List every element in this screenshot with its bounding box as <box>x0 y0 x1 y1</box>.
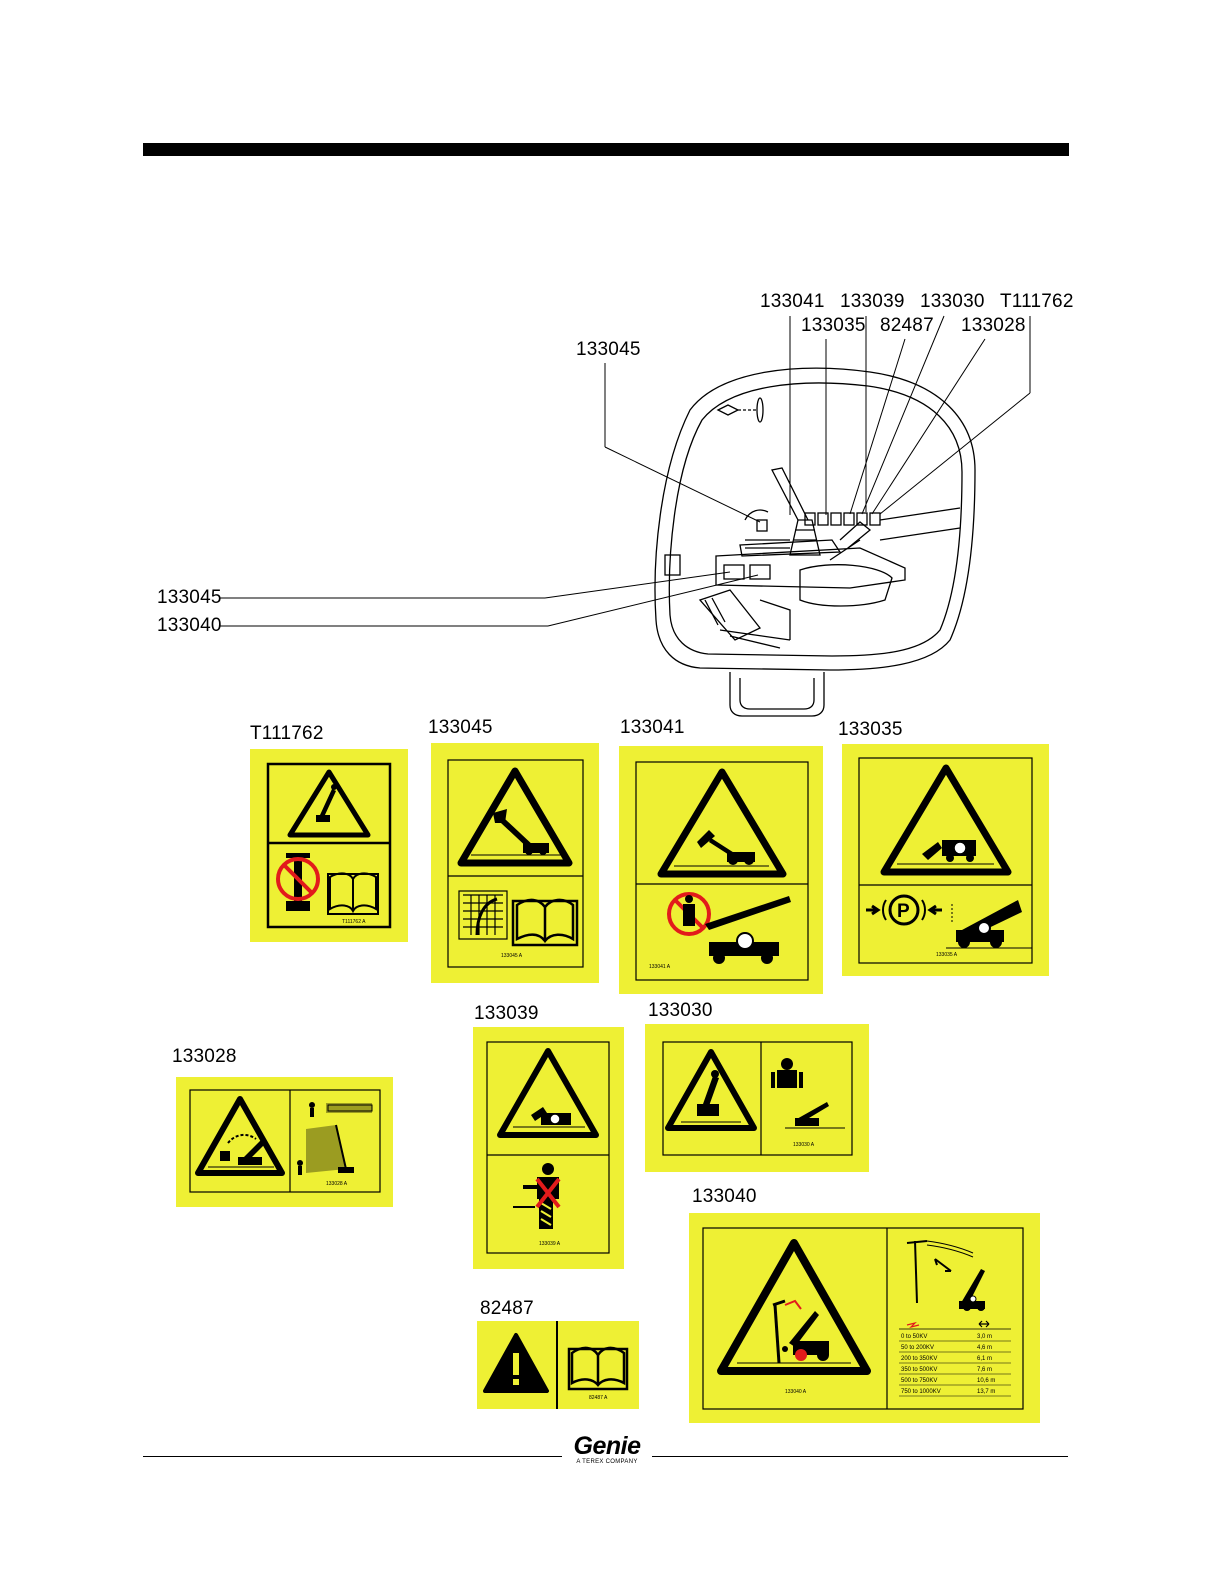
decal-label: 133030 <box>648 1000 713 1021</box>
seat-belt-icon <box>513 1163 561 1229</box>
warning-triangle-icon <box>457 767 573 867</box>
callout-label: 133045 <box>576 339 641 360</box>
telehandler-icon <box>946 900 1032 949</box>
decal-label: 82487 <box>480 1298 534 1319</box>
table-row-distance: 6,1 m <box>977 1356 992 1362</box>
load-chart-icon <box>458 890 508 940</box>
hazard-zone-icon <box>297 1102 373 1175</box>
callout-label: 133028 <box>961 315 1026 336</box>
table-row-distance: 3,0 m <box>977 1334 992 1340</box>
parking-brake-icon: P <box>866 894 942 926</box>
decal-133040: 133040 A 0 to 50KV 3,0 m 50 to 200KV 4,6 m 2… <box>689 1213 1040 1423</box>
decal-133028: 133028 A <box>176 1077 393 1207</box>
decal-133045: 133045 A <box>431 743 599 983</box>
manual-book-icon <box>567 1346 629 1391</box>
decal-label: 133028 <box>172 1046 237 1067</box>
power-line-icon <box>906 1240 974 1304</box>
footer-rule <box>143 1456 562 1457</box>
warning-triangle-icon <box>665 1049 757 1131</box>
callout-label: 133045 <box>157 587 222 608</box>
callout-label: T111762 <box>1000 291 1074 312</box>
decal-label: 133045 <box>428 717 493 738</box>
callout-label: 133039 <box>840 291 905 312</box>
svg-text:133045 A: 133045 A <box>501 953 523 959</box>
decal-133041: 133041 A <box>619 746 823 994</box>
decal-label: T111762 <box>250 723 324 744</box>
callout-label: 82487 <box>880 315 934 336</box>
manual-book-icon <box>327 872 379 915</box>
svg-text:133028 A: 133028 A <box>326 1181 348 1187</box>
svg-text:133035 A: 133035 A <box>936 952 958 958</box>
distance-table: 0 to 50KV 3,0 m 50 to 200KV 4,6 m 200 to 350… <box>899 1320 1011 1397</box>
prohibition-icon <box>276 853 320 911</box>
table-row-voltage: 50 to 200KV <box>901 1345 934 1351</box>
svg-text:P: P <box>897 901 910 922</box>
table-row-voltage: 200 to 350KV <box>901 1356 937 1362</box>
warning-triangle-icon <box>657 768 787 878</box>
warning-triangle-icon <box>880 764 1012 876</box>
manual-book-icon <box>511 898 579 947</box>
callout-label: 133035 <box>801 315 866 336</box>
footer-rule <box>652 1456 1068 1457</box>
decal-133039: 133039 A <box>473 1027 624 1269</box>
warning-triangle-icon <box>497 1048 599 1138</box>
table-row-voltage: 0 to 50KV <box>901 1334 927 1340</box>
table-row-voltage: 350 to 500KV <box>901 1367 937 1373</box>
svg-text:T111762 A: T111762 A <box>342 919 366 925</box>
decal-label: 133035 <box>838 719 903 740</box>
table-row-distance: 10,6 m <box>977 1378 995 1384</box>
exclamation-icon <box>483 1333 549 1393</box>
warning-triangle-icon <box>287 769 371 838</box>
decal-label: 133040 <box>692 1186 757 1207</box>
decal-t111762: T111762 A <box>250 749 408 942</box>
svg-text:82487 A: 82487 A <box>589 1395 608 1401</box>
table-row-distance: 4,6 m <box>977 1345 992 1351</box>
decal-133030: 133030 A <box>645 1024 869 1172</box>
decal-label: 133041 <box>620 717 685 738</box>
svg-text:133039 A: 133039 A <box>539 1241 561 1247</box>
genie-logo: Genie A TEREX COMPANY <box>573 1432 641 1465</box>
warning-triangle-icon <box>717 1239 871 1375</box>
decal-label: 133039 <box>474 1003 539 1024</box>
svg-text:133041 A: 133041 A <box>649 964 671 970</box>
prohibition-icon <box>667 892 711 936</box>
table-row-voltage: 500 to 750KV <box>901 1378 937 1384</box>
table-row-distance: 13,7 m <box>977 1389 995 1395</box>
operator-seat-icon <box>771 1058 845 1129</box>
telehandler-icon <box>705 896 791 964</box>
warning-triangle-icon <box>195 1096 285 1176</box>
decal-82487: 82487 A <box>477 1321 639 1409</box>
table-row-voltage: 750 to 1000KV <box>901 1389 941 1395</box>
decal-133035: P 133035 A <box>842 744 1049 976</box>
telehandler-icon <box>959 1269 985 1311</box>
callout-label: 133040 <box>157 615 222 636</box>
header-rule <box>143 143 1069 156</box>
cab-diagram <box>150 285 1225 725</box>
callout-label: 133030 <box>920 291 985 312</box>
svg-text:133040 A: 133040 A <box>785 1389 807 1395</box>
table-row-distance: 7,6 m <box>977 1367 992 1373</box>
svg-text:133030 A: 133030 A <box>793 1142 815 1148</box>
callout-label: 133041 <box>760 291 825 312</box>
